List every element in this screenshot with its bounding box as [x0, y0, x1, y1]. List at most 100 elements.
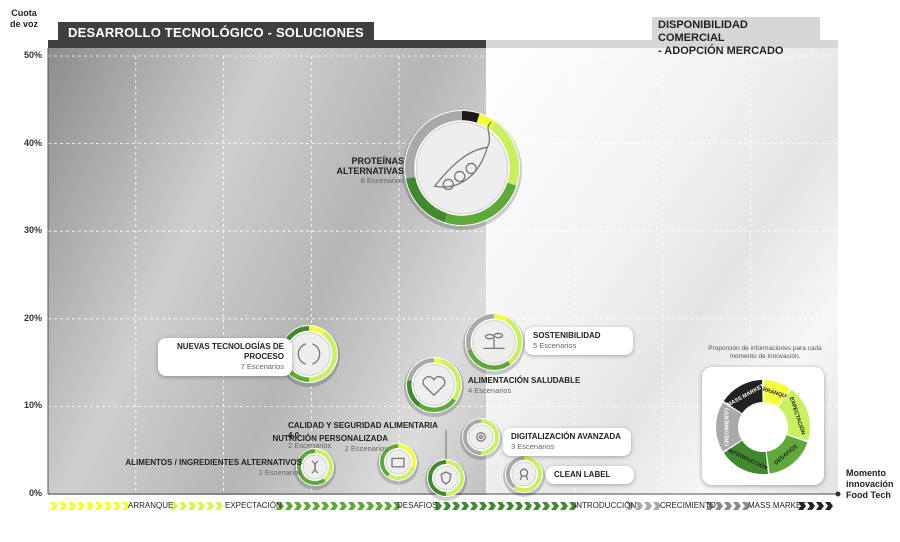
x-axis-chevron: [206, 502, 214, 510]
x-axis-chevron: [312, 502, 320, 510]
bubble-ring-segment: [428, 460, 447, 496]
background-left: [48, 48, 486, 495]
legend-text: Proporción de informaciones para cada mo…: [708, 345, 822, 360]
badge-icon: [519, 468, 529, 481]
bubble-label-name: NUTRICIÓN PERSONALIZADA: [272, 434, 388, 443]
bubble-label-name: PROTEÍNAS ALTERNATIVAS: [336, 156, 405, 176]
x-axis-chevron: [113, 502, 121, 510]
x-axis-chevron: [197, 502, 205, 510]
bubble-ring-segment: [405, 111, 463, 179]
x-axis-chevron: [285, 502, 293, 510]
legend-segment: [723, 380, 764, 414]
bubble-inner: [415, 121, 509, 215]
bubble-ring-segment: [418, 398, 456, 412]
y-tick-label: 0%: [28, 488, 42, 498]
bubble-ring-segment: [445, 460, 464, 496]
x-axis-chevron: [384, 502, 392, 510]
x-axis-chevron: [122, 502, 130, 510]
bubble-5[interactable]: [377, 443, 419, 485]
y-axis-label: Cuota de voz: [4, 8, 44, 30]
x-axis-chevron: [653, 502, 661, 510]
y-tick-label: 30%: [23, 225, 42, 236]
bubble-ring-segment: [476, 113, 496, 130]
stage-label: EXPECTACIÓN: [225, 501, 282, 510]
x-axis-chevron: [825, 502, 833, 510]
bubble-4[interactable]: [425, 459, 467, 501]
bubble-ring-segment: [489, 121, 519, 186]
stage-label: MASS MARKET: [748, 501, 807, 510]
bubble-ring-segment: [397, 444, 416, 468]
x-axis-chevron: [569, 502, 577, 510]
pea-icon: [433, 121, 493, 191]
x-axis-chevron: [179, 502, 187, 510]
x-axis-chevron: [366, 502, 374, 510]
sustain-icon: [483, 332, 505, 350]
bubble-label-scenarios: 2 Escenarios: [344, 444, 388, 453]
x-axis-chevron: [733, 502, 741, 510]
legend-segment: [762, 380, 790, 407]
bubble-ring-segment: [407, 379, 421, 407]
x-axis-chevron: [348, 502, 356, 510]
bubble-ring-segment: [433, 358, 443, 364]
legend-center: [739, 403, 787, 451]
x-axis-chevron: [170, 502, 178, 510]
bubble-inner: [511, 461, 537, 487]
banner-right-text: DISPONIBILIDAD COMERCIAL - ADOPCIÓN MERC…: [658, 19, 784, 57]
stage-label: INTRODUCCIÓN: [574, 501, 637, 510]
x-axis-chevron: [715, 502, 723, 510]
legend-ring: ARRANQUEEXPECTACIÓNDESAFIOSINTRODUCCIÓNC…: [716, 380, 810, 474]
x-axis-chevron: [560, 502, 568, 510]
bubble-ring-segment: [297, 449, 326, 485]
legend: Proporción de informaciones para cada mo…: [702, 345, 828, 485]
bubble-2[interactable]: [463, 313, 525, 375]
x-axis-chevron: [68, 502, 76, 510]
x-axis-end-dot: [835, 491, 841, 497]
bubble-ring-segment: [440, 359, 461, 401]
bubble-6[interactable]: [294, 448, 336, 490]
x-axis-chevron: [626, 502, 634, 510]
x-axis-label-text: Momento innovación Food Tech: [846, 468, 894, 500]
bubble-label-scenarios: 4 Escenarios: [468, 386, 512, 395]
x-axis-chevron: [533, 502, 541, 510]
x-axis-chevron: [188, 502, 196, 510]
bubble-label: CLEAN LABEL: [546, 466, 634, 484]
bubble-label-scenarios: 8 Escenarios: [360, 176, 404, 185]
banner-bar-left: [48, 40, 486, 48]
x-axis-label: Momento innovación Food Tech: [846, 468, 900, 501]
bubble-3[interactable]: [404, 357, 464, 417]
bubble-label-name: ALIMENTACIÓN SALUDABLE: [468, 376, 581, 385]
x-axis-chevron: [724, 502, 732, 510]
dna-icon: [311, 460, 319, 474]
bubble-label-name: NUEVAS TECNOLOGÍAS DE PROCESO: [177, 342, 284, 361]
bubble-label-scenarios: 5 Escenarios: [533, 341, 577, 350]
bubble-1[interactable]: [278, 325, 340, 387]
x-axis-chevron: [816, 502, 824, 510]
bubble-ring-segment: [480, 419, 499, 455]
x-axis-chevron: [86, 502, 94, 510]
x-axis-chevron: [104, 502, 112, 510]
x-axis-chevron: [294, 502, 302, 510]
bubble-label-name: CLEAN LABEL: [554, 470, 611, 479]
banner-left: DESARROLLO TECNOLÓGICO - SOLUCIONES: [58, 22, 374, 44]
y-tick-label: 40%: [23, 137, 42, 148]
bubble-label-scenarios: 2 Escenarios: [258, 468, 302, 477]
x-axis-chevron: [375, 502, 383, 510]
bubble-0[interactable]: [402, 110, 522, 230]
gear-icon: [476, 432, 486, 442]
bubble-ring-segment: [407, 358, 435, 381]
bubble-8[interactable]: [503, 455, 545, 497]
x-axis-chevron: [506, 502, 514, 510]
bubble-ring-segment: [493, 314, 508, 322]
x-axis-chevron: [479, 502, 487, 510]
bubble-inner: [412, 363, 456, 407]
stage-label: CRECIMIENTO: [660, 501, 716, 510]
bubble-7[interactable]: [460, 418, 502, 460]
bubble-inner: [468, 424, 494, 450]
y-tick-label: 20%: [23, 312, 42, 323]
bubble-ring-segment: [506, 456, 525, 489]
bubble-inner: [433, 465, 459, 491]
